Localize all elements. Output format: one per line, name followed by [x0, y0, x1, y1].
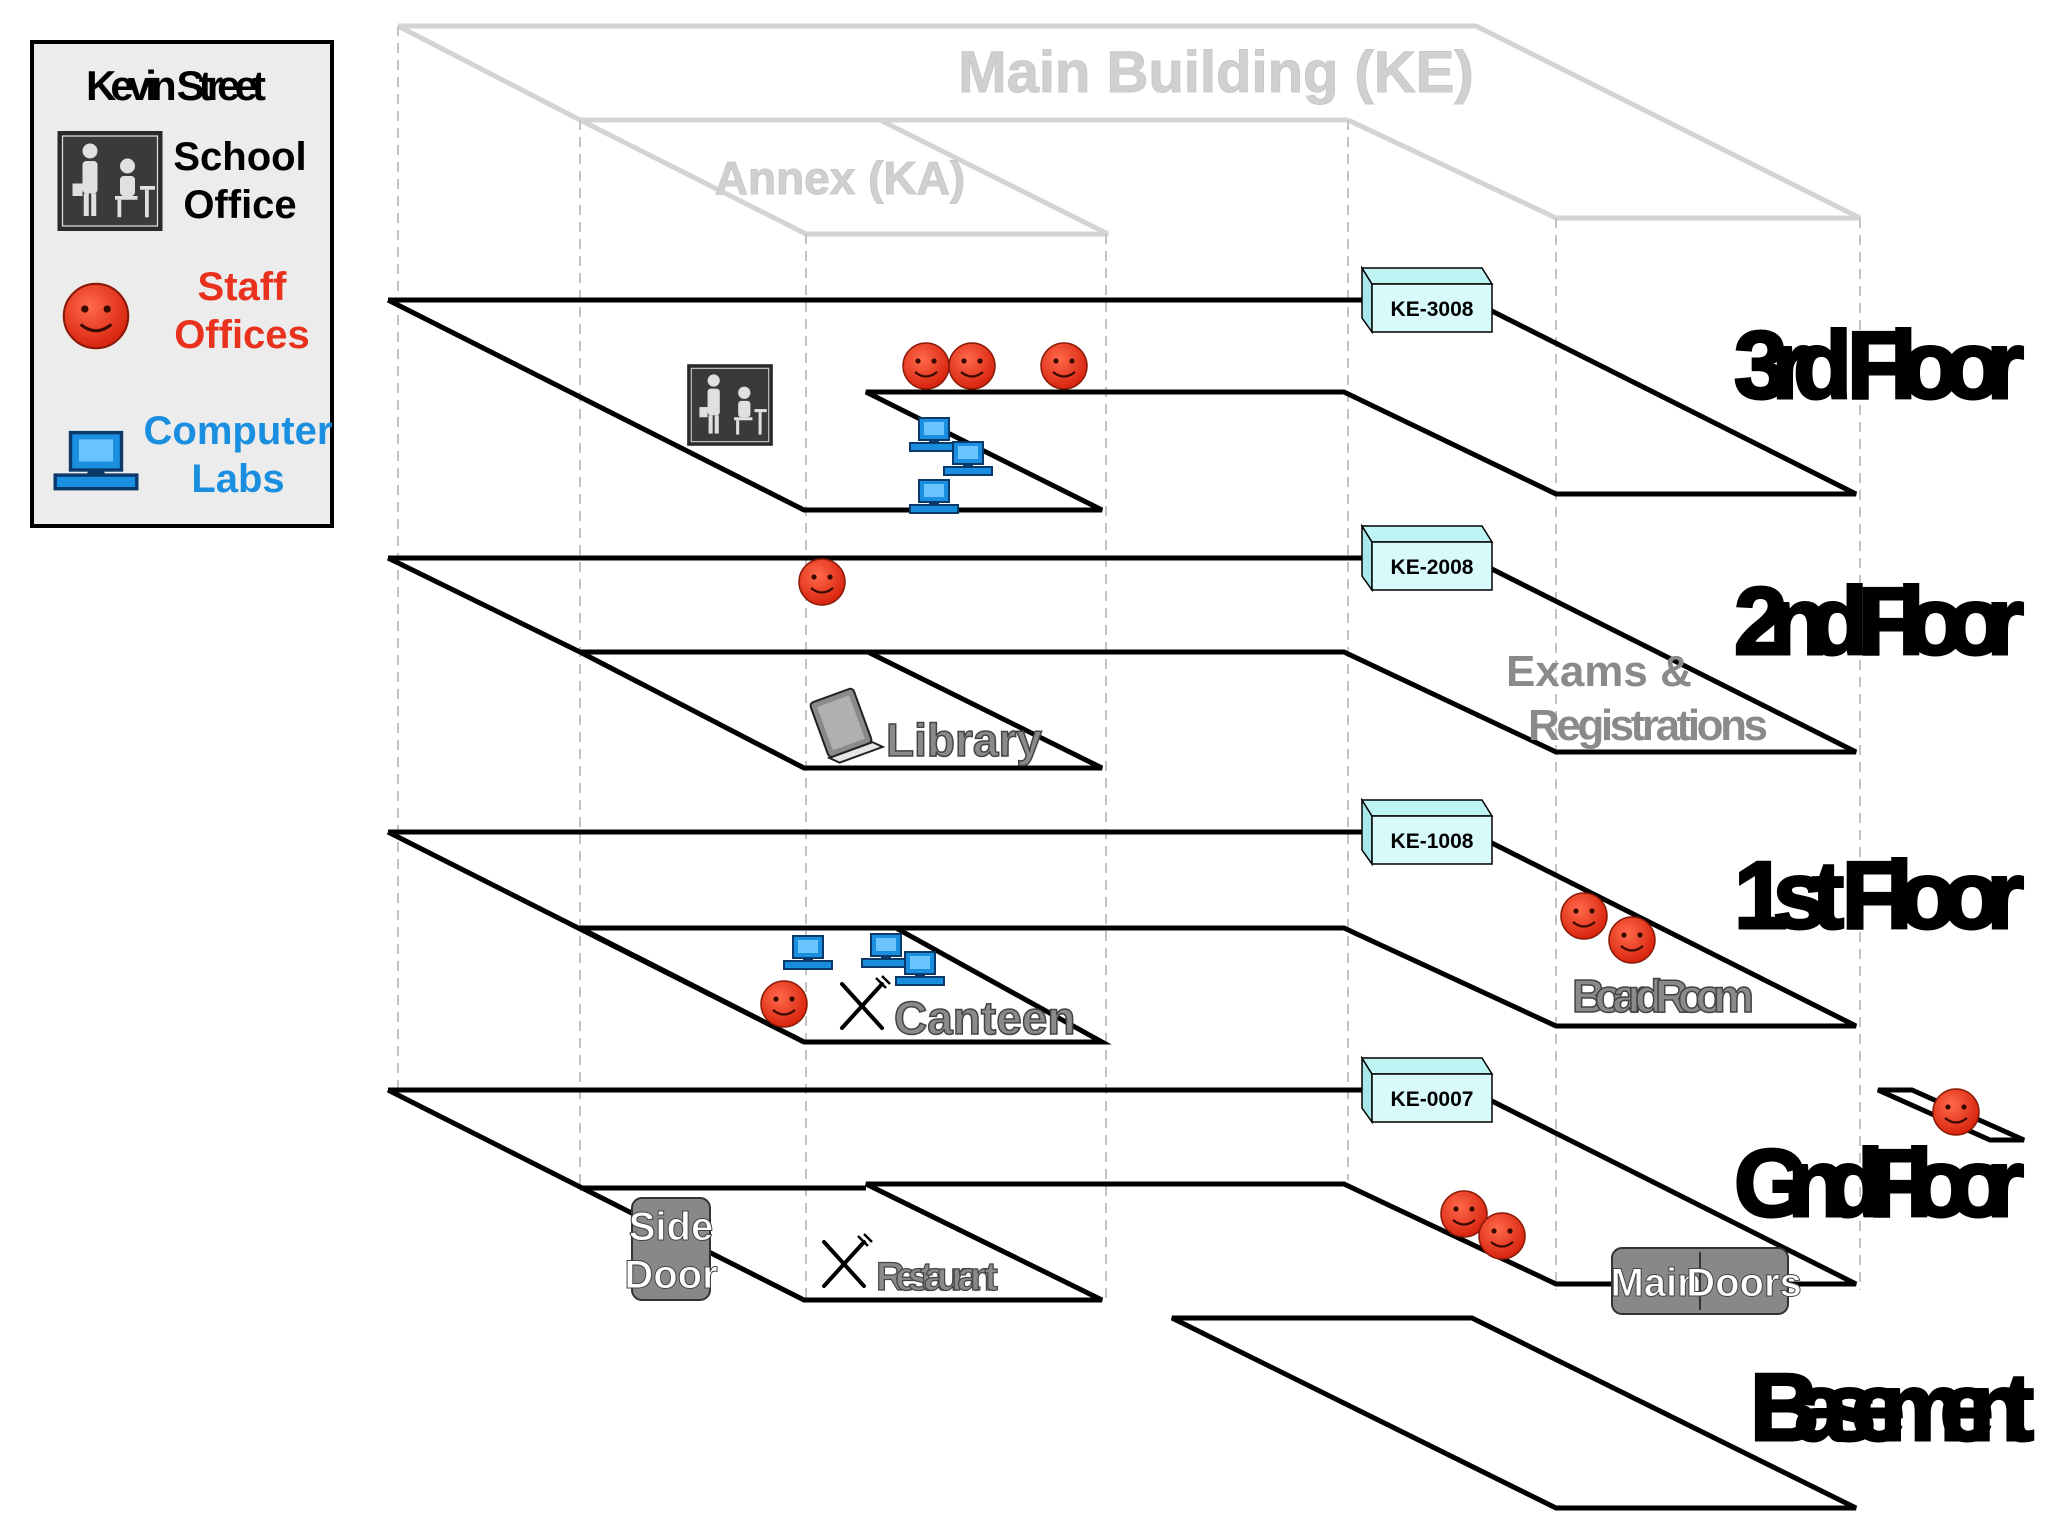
restaurant-label: Restaurant: [876, 1255, 998, 1299]
staff-smiley-icon: [759, 979, 809, 1029]
computer-lab-icon: [783, 935, 833, 970]
room-tag-ke1008-text: KE-1008: [1391, 830, 1474, 853]
legend-computer-label-1: Computer: [144, 409, 333, 453]
room-tag-ke0007-text: KE-0007: [1391, 1088, 1474, 1111]
computer-lab-icon: [895, 951, 945, 986]
side-door-label-2: Door: [624, 1253, 717, 1297]
staff-smiley-icon: [901, 341, 951, 391]
staff-smiley-icon: [947, 341, 997, 391]
staff-smiley-icon: [1039, 341, 1089, 391]
legend-school-label-1: School: [173, 135, 306, 179]
floor-slab-1st: [386, 829, 1858, 1045]
legend-staff-icon: [62, 282, 130, 350]
floor-slab-ground: [386, 1087, 1858, 1303]
legend-school-office-icon: [56, 130, 164, 232]
staff-smiley-icon: [797, 557, 847, 607]
staff-smiley-icon: [1559, 891, 1609, 941]
main-doors-label-left: Main: [1610, 1261, 1701, 1305]
canteen-label: Canteen: [894, 992, 1075, 1044]
legend-title: Kevin Street: [86, 62, 266, 109]
room-tag-ke3008: KE-3008: [1360, 265, 1494, 335]
floor-label-1st: 1st Floor: [1734, 842, 2024, 949]
exams-label-line2: Registrations: [1528, 701, 1768, 750]
exams-label-line1: Exams &: [1506, 647, 1692, 696]
room-tag-ke2008-text: KE-2008: [1391, 556, 1474, 579]
floor-label-2nd: 2nd Floor: [1734, 568, 2024, 675]
main-building-label: Main Building (KE): [958, 40, 1474, 105]
computer-lab-icon: [909, 479, 959, 514]
floor-slab-3rd: [386, 297, 1858, 513]
staff-smiley-icon: [1607, 915, 1657, 965]
legend: Kevin Street School Office Staff Offices…: [30, 40, 334, 528]
library-book-icon: [809, 687, 886, 764]
annex-building-label: Annex (KA): [715, 152, 965, 204]
floor-label-basement: Basement: [1750, 1354, 2034, 1461]
canteen-cutlery-icon: [840, 974, 892, 1030]
staff-smiley-icon: [1477, 1211, 1527, 1261]
room-tag-ke3008-text: KE-3008: [1391, 298, 1474, 321]
floor-label-ground: Gnd Floor: [1734, 1130, 2024, 1237]
computer-lab-icon: [861, 933, 911, 968]
floor-slab-basement: [1170, 1315, 1858, 1511]
main-building-outline: [396, 23, 1862, 1290]
side-door-button: Side Door: [624, 1197, 718, 1301]
legend-staff-label-2: Offices: [174, 313, 310, 357]
legend-staff-label-1: Staff: [198, 265, 288, 309]
board-room-label: Board Room: [1572, 970, 1754, 1022]
restaurant-cutlery-icon: [822, 1232, 874, 1288]
library-label: Library: [886, 714, 1042, 766]
staff-smiley-icon: [1931, 1087, 1981, 1137]
legend-school-label-2: Office: [183, 183, 296, 227]
floor-slab-2nd: [386, 555, 1858, 771]
floor-label-3rd: 3rd Floor: [1734, 312, 2024, 419]
school-office-icon: [686, 363, 774, 447]
room-tag-ke2008: KE-2008: [1360, 523, 1494, 593]
main-doors-label-right: Doors: [1686, 1261, 1802, 1305]
main-doors-button: Main Doors: [1610, 1247, 1802, 1315]
room-tag-ke0007: KE-0007: [1360, 1055, 1494, 1125]
side-door-label-1: Side: [629, 1205, 713, 1249]
legend-computer-label-2: Labs: [191, 457, 284, 501]
room-tag-ke1008: KE-1008: [1360, 797, 1494, 867]
